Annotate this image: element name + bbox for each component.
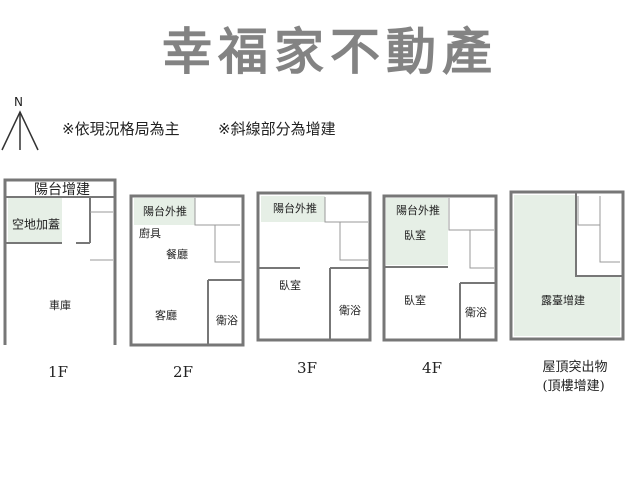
room-label: 衛浴 (216, 314, 238, 327)
floor-3f-plan (256, 191, 372, 342)
room-label: 空地加蓋 (11, 217, 61, 232)
room-label: 衛浴 (465, 306, 487, 319)
room-label: 陽台外推 (396, 204, 440, 217)
compass-label: N (14, 95, 23, 109)
watermark: 幸福家不動產 (162, 23, 498, 81)
room-label: 廚具 (139, 227, 161, 240)
floor-4f-plan (382, 194, 498, 342)
room-label: 客廳 (155, 309, 177, 322)
floor-label-3f: 3F (297, 359, 317, 377)
note-hatched-additions: ※斜線部分為增建 (218, 120, 336, 138)
room-label: 衛浴 (339, 304, 361, 317)
room-label: 臥室 (404, 294, 426, 307)
floor-label-4f: 4F (422, 359, 442, 377)
note-current-layout: ※依現況格局為主 (62, 120, 180, 138)
floor-label-2f: 2F (173, 363, 193, 381)
room-label: 陽台外推 (143, 205, 187, 218)
north-arrow-icon (1, 110, 39, 151)
floor-label-roof: 屋頂突出物(頂樓增建) (542, 360, 608, 394)
room-label: 臥室 (404, 229, 426, 242)
floor-2f-plan (129, 194, 245, 347)
room-label: 餐廳 (166, 248, 188, 261)
floor-label-1f: 1F (48, 363, 68, 381)
roof-plan (509, 190, 625, 341)
floor-1f-plan (3, 178, 117, 345)
room-label: 陽台增建 (34, 182, 90, 198)
room-label: 車庫 (49, 299, 71, 312)
room-label: 露臺增建 (541, 294, 585, 307)
room-label: 臥室 (279, 279, 301, 292)
room-label: 陽台外推 (273, 202, 317, 215)
